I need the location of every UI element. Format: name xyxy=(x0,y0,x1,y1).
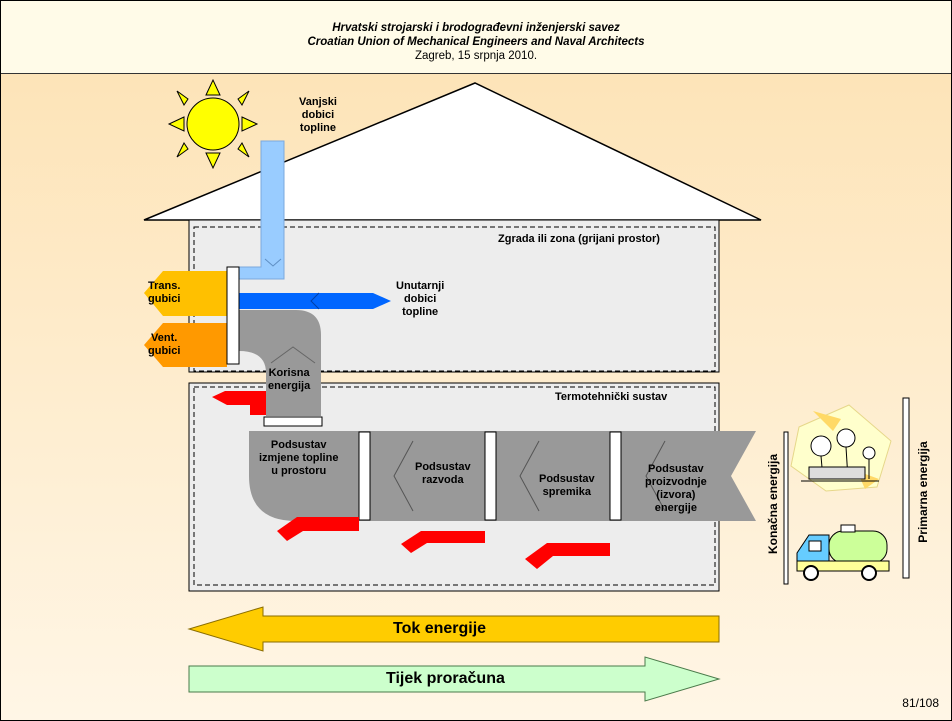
red-loss-2 xyxy=(401,531,485,553)
trans-losses-label-line: gubici xyxy=(148,293,181,305)
subsystem-generation-label: Podsustav proizvodnje (izvora) energije xyxy=(645,463,707,515)
energy-flow-diagram xyxy=(143,78,910,702)
energy-pipe xyxy=(239,310,321,416)
primary-energy-bar xyxy=(902,397,910,579)
house-roof xyxy=(143,82,762,221)
zone-label: Zgrada ili zona (grijani prostor) xyxy=(498,233,660,245)
internal-gains-arrow xyxy=(239,293,391,309)
subsystem-emission-label: Podsustav izmjene topline u prostoru xyxy=(259,439,338,478)
subsystem-generation-label-line: (izvora) xyxy=(656,489,696,501)
trans-losses-label-line: Trans. xyxy=(148,280,181,292)
internal-gains-label-line: topline xyxy=(402,306,439,318)
red-loss-1 xyxy=(277,517,359,541)
subsystem-storage-label-line: Podsustav xyxy=(539,473,595,485)
vent-losses-label: Vent. gubici xyxy=(148,332,180,358)
subsystem-generation-label-line: proizvodnje xyxy=(645,476,707,488)
trans-losses-label: Trans. gubici xyxy=(148,280,180,306)
internal-gains-label-line: Unutarnji xyxy=(396,280,445,292)
calculation-flow-label: Tijek proračuna xyxy=(386,670,505,687)
useful-energy-bar xyxy=(263,416,323,427)
useful-energy-label-line: energija xyxy=(268,380,311,392)
calculation-flow-arrow xyxy=(188,656,721,702)
subsystem-emission-label-line: u prostoru xyxy=(271,465,327,477)
useful-energy-label: Korisna energija xyxy=(268,367,310,393)
energy-flow-label: Tok energije xyxy=(393,620,487,637)
internal-gains-label: Unutarnji dobici topline xyxy=(396,280,444,319)
power-plant-icon xyxy=(790,404,892,492)
separator-bar-2 xyxy=(484,431,497,521)
fuel-truck-icon xyxy=(796,524,890,581)
useful-energy-label-line: Korisna xyxy=(268,367,310,379)
subsystem-emission-label-line: izmjene topline xyxy=(259,452,339,464)
subsystem-generation-label-line: Podsustav xyxy=(648,463,704,475)
header-line-2: Croatian Union of Mechanical Engineers a… xyxy=(307,36,645,48)
subsystem-emission-label-line: Podsustav xyxy=(270,439,327,451)
energy-pipe-main xyxy=(249,431,756,521)
sun-icon xyxy=(167,78,259,170)
primary-energy-label: Primarna energija xyxy=(916,441,930,543)
subsystem-distribution-label-line: Podsustav xyxy=(415,461,471,473)
external-gains-label-line: topline xyxy=(299,122,336,134)
subsystem-storage-label-line: spremika xyxy=(542,486,591,498)
energy-flow-arrow xyxy=(187,606,720,652)
system-label: Termotehnički sustav xyxy=(555,391,668,403)
page-number: 81/108 xyxy=(902,696,939,710)
final-energy-label: Konačna energija xyxy=(766,453,780,555)
wall-bar xyxy=(226,266,240,365)
red-loss-top xyxy=(212,391,266,415)
subsystem-distribution-label: Podsustav razvoda xyxy=(415,461,471,487)
internal-gains-label-line: dobici xyxy=(403,293,437,305)
subsystem-distribution-label-line: razvoda xyxy=(422,474,464,486)
header-line-3: Zagreb, 15 srpnja 2010. xyxy=(414,50,538,62)
final-energy-bar xyxy=(783,431,789,585)
subsystem-storage-label: Podsustav spremika xyxy=(539,473,595,499)
external-gains-label-line: Vanjski xyxy=(299,96,337,108)
external-gains-label-line: dobici xyxy=(301,109,335,121)
separator-bar-3 xyxy=(609,431,622,521)
vent-losses-arrow xyxy=(144,323,227,367)
slide-header: Hrvatski strojarski i brodograđevni inže… xyxy=(1,1,951,74)
vent-losses-label-line: gubici xyxy=(148,345,181,357)
red-loss-3 xyxy=(525,543,610,569)
header-line-1: Hrvatski strojarski i brodograđevni inže… xyxy=(332,22,620,34)
separator-bar-1 xyxy=(358,431,371,521)
vent-losses-label-line: Vent. xyxy=(151,332,178,344)
trans-losses-arrow xyxy=(144,271,227,316)
subsystem-generation-label-line: energije xyxy=(654,502,697,514)
external-gains-label: Vanjski dobici topline xyxy=(299,96,337,135)
